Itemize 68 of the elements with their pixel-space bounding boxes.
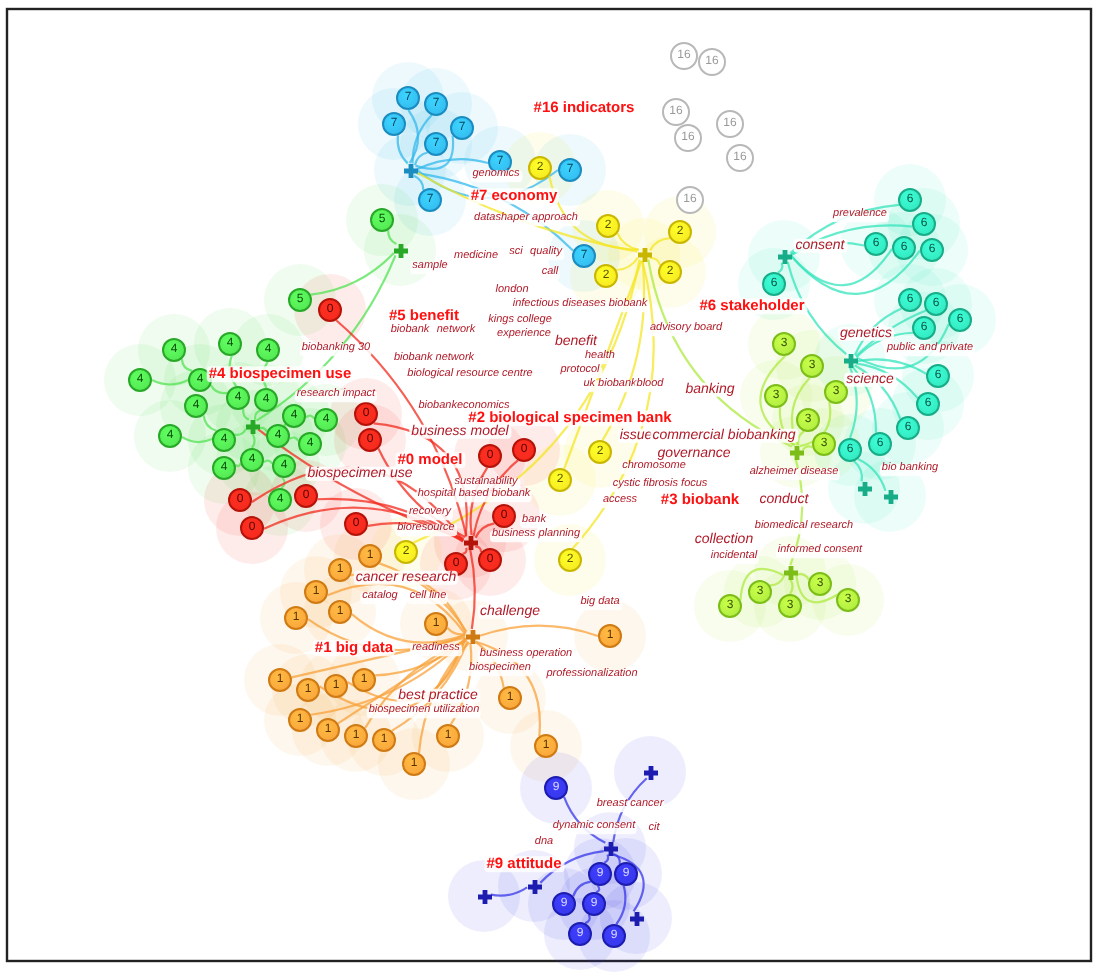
link-line bbox=[475, 545, 483, 553]
link-line bbox=[234, 428, 247, 436]
link-line bbox=[396, 135, 409, 165]
link-line bbox=[616, 232, 639, 251]
link-line bbox=[855, 362, 919, 399]
hub-marker bbox=[777, 249, 791, 263]
link-line bbox=[474, 522, 495, 539]
link-line bbox=[857, 458, 887, 492]
link-line bbox=[856, 323, 950, 370]
link-line bbox=[254, 409, 261, 420]
link-line bbox=[469, 548, 476, 630]
link-line bbox=[801, 445, 813, 451]
link-line bbox=[411, 114, 433, 164]
link-line bbox=[584, 914, 591, 925]
hub-marker bbox=[637, 247, 651, 261]
link-line bbox=[242, 408, 250, 421]
link-line bbox=[603, 854, 610, 864]
hub-marker bbox=[843, 353, 857, 367]
link-line bbox=[413, 174, 425, 191]
link-line bbox=[799, 401, 832, 448]
link-line bbox=[739, 567, 785, 601]
link-line bbox=[769, 575, 786, 587]
link-line bbox=[351, 613, 466, 644]
link-line bbox=[263, 506, 464, 543]
link-line bbox=[462, 547, 468, 555]
link-line bbox=[310, 252, 395, 296]
link-line bbox=[616, 256, 639, 272]
hub-marker bbox=[643, 765, 657, 779]
link-line bbox=[415, 135, 455, 170]
link-line bbox=[289, 436, 300, 442]
link-line bbox=[181, 435, 213, 444]
hub-marker bbox=[463, 535, 477, 549]
hub-marker bbox=[857, 481, 871, 495]
link-line bbox=[387, 230, 397, 245]
link-line bbox=[202, 415, 217, 432]
hub-marker bbox=[789, 445, 803, 459]
link-line bbox=[416, 158, 489, 171]
link-line bbox=[615, 885, 627, 925]
link-line bbox=[263, 459, 274, 465]
link-line bbox=[490, 886, 528, 897]
link-line bbox=[337, 638, 467, 725]
link-line bbox=[151, 379, 189, 386]
hub-marker bbox=[527, 879, 541, 893]
hub-marker bbox=[393, 243, 407, 257]
link-line bbox=[795, 574, 838, 604]
link-line bbox=[856, 358, 927, 375]
link-line bbox=[853, 460, 863, 482]
link-line bbox=[649, 237, 670, 251]
hub-marker bbox=[403, 163, 417, 177]
link-line bbox=[327, 582, 467, 635]
link-line bbox=[446, 627, 466, 636]
link-line bbox=[786, 261, 847, 355]
link-line bbox=[612, 853, 645, 912]
link-line bbox=[407, 109, 420, 164]
hub-marker bbox=[603, 841, 617, 855]
hub-marker bbox=[245, 419, 259, 433]
hub-marker bbox=[629, 911, 643, 925]
link-line bbox=[790, 249, 921, 295]
link-line bbox=[478, 624, 599, 638]
link-line bbox=[649, 256, 662, 266]
hub-marker bbox=[783, 565, 797, 579]
hub-marker bbox=[465, 629, 479, 643]
link-line bbox=[413, 151, 428, 166]
link-line bbox=[572, 880, 591, 897]
link-line bbox=[209, 384, 228, 395]
hub-marker bbox=[477, 889, 491, 903]
hub-marker bbox=[883, 489, 897, 503]
link-line bbox=[180, 358, 193, 372]
